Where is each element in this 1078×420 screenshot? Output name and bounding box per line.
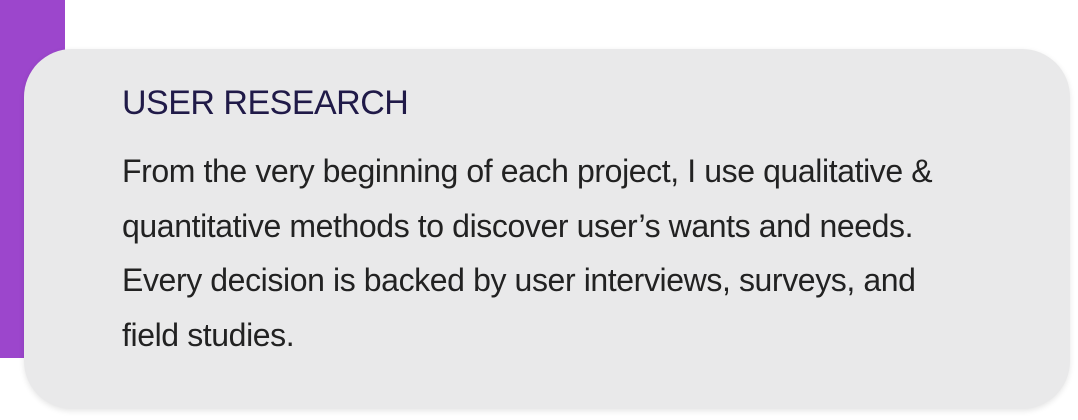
research-card: USER RESEARCH From the very beginning of… bbox=[24, 49, 1070, 409]
card-body: From the very beginning of each project,… bbox=[122, 153, 933, 353]
card-title: USER RESEARCH bbox=[122, 84, 409, 122]
